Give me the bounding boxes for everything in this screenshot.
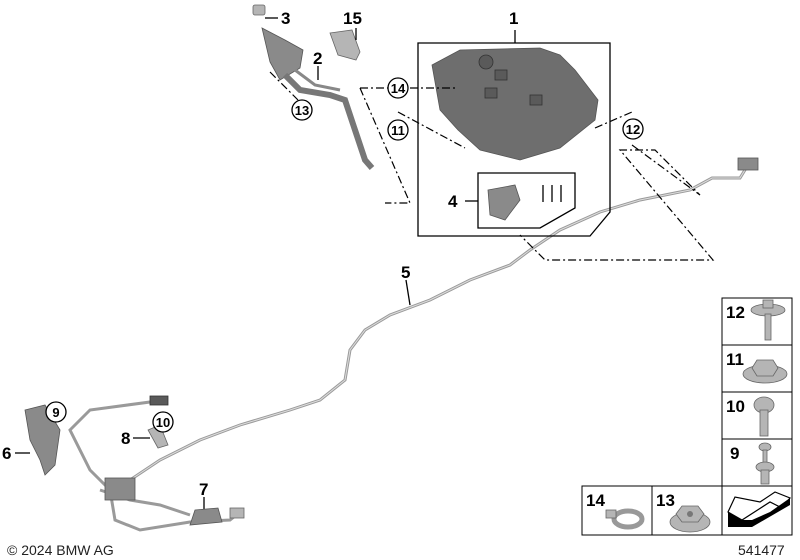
bracket-7-part <box>189 507 223 526</box>
label-4: 4 <box>448 192 458 211</box>
bracket-15-part <box>329 29 361 61</box>
label-5: 5 <box>401 263 410 282</box>
legend-number-11: 11 <box>726 350 744 369</box>
circled-label-11: 11 <box>387 119 409 141</box>
circled-label-10: 10 <box>152 411 174 433</box>
circled-label-9: 9 <box>45 401 67 423</box>
legend-number-13: 13 <box>656 491 675 510</box>
svg-text:10: 10 <box>156 415 170 430</box>
label-6: 6 <box>2 444 11 463</box>
bolt-with-washer-icon <box>750 299 786 341</box>
label-2: 2 <box>313 49 322 68</box>
direction-arrow-icon <box>727 491 791 527</box>
diagram-number: 541477 <box>738 542 785 558</box>
hex-nut-with-washer-icon <box>742 359 788 384</box>
fuel-line-assembly <box>68 157 759 532</box>
svg-text:9: 9 <box>52 405 59 420</box>
svg-text:11: 11 <box>391 123 405 138</box>
label-1: 1 <box>509 9 518 28</box>
fuel-tank-part <box>431 47 599 161</box>
expansion-rivet-icon <box>755 442 775 485</box>
svg-text:13: 13 <box>295 103 309 118</box>
connector-icon <box>229 507 245 519</box>
legend-number-12: 12 <box>726 303 745 322</box>
legend-number-9: 9 <box>730 444 739 463</box>
label-8: 8 <box>121 429 130 448</box>
svg-text:12: 12 <box>626 122 640 137</box>
tank-group-frame <box>417 42 611 237</box>
filler-neck-part <box>252 4 375 170</box>
hex-flange-nut-icon <box>669 505 711 533</box>
torx-bolt-icon <box>753 396 775 437</box>
svg-text:14: 14 <box>391 81 406 96</box>
legend-number-10: 10 <box>726 397 745 416</box>
fuel-pump-part <box>487 184 562 221</box>
hose-clamp-icon <box>605 508 645 530</box>
connector-icon <box>737 157 759 171</box>
circled-label-12: 12 <box>622 118 644 140</box>
copyright-text: © 2024 BMW AG <box>7 542 114 558</box>
bracket-icon <box>104 477 136 501</box>
legend-number-14: 14 <box>586 491 605 510</box>
pump-group-frame <box>477 172 576 229</box>
connector-icon <box>149 395 169 406</box>
label-15: 15 <box>343 9 362 28</box>
circled-label-14: 14 <box>387 77 409 99</box>
fastener-legend: 12 11 10 9 14 13 <box>581 297 793 536</box>
circled-label-13: 13 <box>291 99 313 121</box>
label-7: 7 <box>199 480 208 499</box>
label-3: 3 <box>281 9 290 28</box>
